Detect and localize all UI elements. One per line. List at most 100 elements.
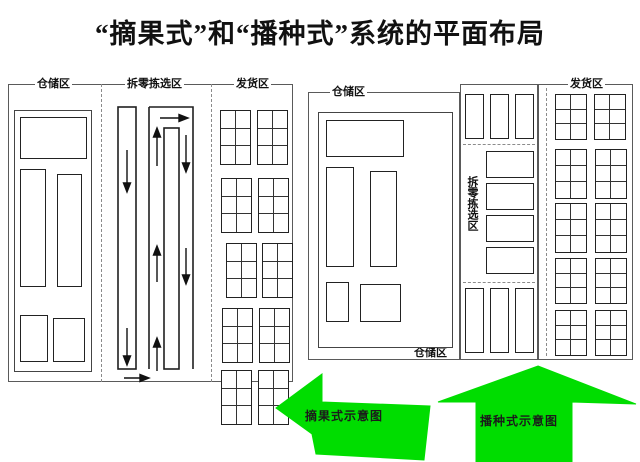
grid-cell bbox=[556, 273, 571, 289]
left-zone-label-picking: 拆零拣选区 bbox=[125, 78, 184, 90]
grid-cell bbox=[222, 196, 237, 215]
left-callout-label: 摘果式示意图 bbox=[305, 409, 384, 423]
left-ship-block bbox=[258, 370, 289, 425]
grid-cell bbox=[273, 179, 288, 197]
grid-cell bbox=[222, 406, 237, 424]
grid-cell bbox=[236, 371, 251, 389]
grid-cell bbox=[223, 326, 238, 345]
left-zone-label-shipping: 发货区 bbox=[234, 78, 271, 90]
grid-cell bbox=[611, 311, 626, 326]
right-middle-top-rack bbox=[465, 94, 484, 139]
grid-cell bbox=[596, 204, 611, 220]
grid-cell bbox=[595, 95, 610, 110]
grid-cell bbox=[237, 327, 252, 345]
grid-cell bbox=[227, 279, 242, 297]
grid-cell bbox=[556, 166, 571, 182]
right-ship-block bbox=[555, 149, 587, 199]
grid-cell bbox=[237, 309, 252, 327]
grid-cell bbox=[556, 340, 571, 355]
right-rack-small-right bbox=[360, 284, 401, 322]
right-rack-tall-left bbox=[326, 167, 354, 267]
left-callout-arrow bbox=[275, 373, 431, 461]
grid-cell bbox=[273, 197, 288, 215]
grid-cell bbox=[222, 388, 237, 407]
grid-cell bbox=[223, 309, 238, 327]
grid-cell bbox=[260, 344, 275, 362]
grid-cell bbox=[278, 279, 293, 297]
left-zone-label-storage: 仓储区 bbox=[35, 78, 72, 90]
right-ship-block bbox=[555, 310, 587, 356]
grid-cell bbox=[571, 311, 586, 326]
right-picking-rack bbox=[486, 183, 534, 210]
right-zone-label-picking: 拆零拣选区 bbox=[466, 174, 478, 233]
left-ship-block bbox=[221, 370, 252, 425]
right-picking-rack bbox=[486, 247, 534, 274]
grid-cell bbox=[241, 244, 256, 262]
grid-cell bbox=[236, 197, 251, 215]
right-zone-label-storage-top: 仓储区 bbox=[330, 86, 367, 98]
grid-cell bbox=[556, 311, 571, 326]
grid-cell bbox=[259, 214, 274, 232]
grid-cell bbox=[596, 325, 611, 341]
right-middle-bottom-rack bbox=[490, 288, 509, 353]
grid-cell bbox=[610, 110, 625, 125]
left-ship-block bbox=[262, 243, 293, 298]
grid-cell bbox=[595, 109, 610, 125]
grid-cell bbox=[571, 288, 586, 303]
grid-cell bbox=[611, 182, 626, 198]
grid-cell bbox=[611, 288, 626, 303]
left-ship-block bbox=[221, 178, 252, 233]
right-middle-top-rack bbox=[490, 94, 509, 139]
grid-cell bbox=[556, 95, 571, 110]
grid-cell bbox=[274, 327, 289, 345]
grid-cell bbox=[571, 326, 586, 341]
grid-cell bbox=[259, 406, 274, 424]
grid-cell bbox=[221, 128, 236, 147]
right-rack-tall-right bbox=[370, 171, 397, 267]
left-rack-small-left bbox=[20, 315, 48, 362]
grid-cell bbox=[556, 109, 571, 125]
grid-cell bbox=[611, 326, 626, 341]
left-divider-picking-shipping bbox=[211, 84, 212, 382]
grid-cell bbox=[556, 220, 571, 236]
left-ship-block bbox=[258, 178, 289, 233]
grid-cell bbox=[241, 262, 256, 280]
right-divider-shipping bbox=[546, 88, 547, 356]
grid-cell bbox=[222, 179, 237, 197]
grid-cell bbox=[263, 279, 278, 297]
grid-cell bbox=[277, 244, 292, 262]
grid-cell bbox=[227, 244, 242, 262]
grid-cell bbox=[238, 344, 253, 362]
right-callout-arrow bbox=[437, 365, 637, 462]
grid-cell bbox=[610, 124, 625, 139]
right-ship-block bbox=[595, 149, 627, 199]
grid-cell bbox=[272, 111, 287, 129]
right-ship-block bbox=[595, 203, 627, 253]
grid-cell bbox=[272, 129, 287, 147]
right-middle-bottom-rack bbox=[515, 288, 534, 353]
grid-cell bbox=[258, 111, 273, 129]
grid-cell bbox=[242, 279, 257, 297]
grid-cell bbox=[259, 196, 274, 215]
grid-cell bbox=[235, 129, 250, 147]
right-ship-block bbox=[595, 258, 627, 304]
right-ship-block bbox=[594, 94, 626, 140]
grid-cell bbox=[571, 204, 586, 220]
left-divider-storage-picking bbox=[101, 84, 102, 382]
grid-cell bbox=[571, 182, 586, 198]
grid-cell bbox=[611, 274, 626, 289]
grid-cell bbox=[596, 182, 611, 198]
grid-cell bbox=[596, 288, 611, 303]
grid-cell bbox=[222, 214, 237, 232]
grid-cell bbox=[611, 166, 626, 182]
grid-cell bbox=[571, 166, 586, 182]
left-rack-tall-right bbox=[57, 174, 82, 287]
grid-cell bbox=[556, 259, 571, 274]
grid-cell bbox=[236, 179, 251, 197]
right-ship-block bbox=[555, 203, 587, 253]
grid-cell bbox=[556, 124, 571, 139]
grid-cell bbox=[610, 95, 625, 110]
left-rack-tall-left bbox=[20, 169, 46, 287]
grid-cell bbox=[571, 95, 586, 110]
grid-cell bbox=[611, 259, 626, 274]
